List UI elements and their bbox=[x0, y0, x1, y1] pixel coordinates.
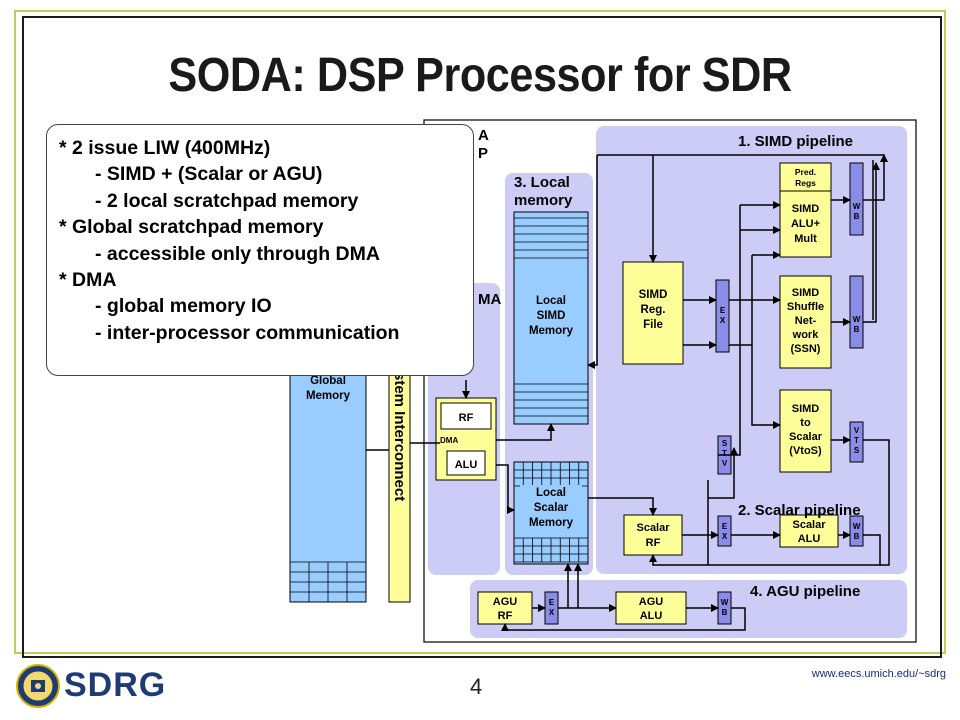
callout-line: * 2 issue LIW (400MHz) bbox=[59, 137, 271, 159]
simd-reg-file bbox=[622, 261, 684, 365]
agu-rf bbox=[477, 591, 533, 625]
global-memory-grid bbox=[290, 561, 366, 603]
system-interconnect-label: stem Interconnect bbox=[391, 372, 408, 501]
callout-line: - accessible only through DMA bbox=[95, 242, 380, 265]
scalar-wb-stage bbox=[849, 515, 864, 547]
simd-pipeline-heading: 1. SIMD pipeline bbox=[738, 133, 853, 150]
callout-line: * DMA bbox=[59, 269, 117, 292]
dma-alu-box bbox=[446, 450, 486, 476]
simd-ex-stage bbox=[715, 279, 730, 353]
dma-section-heading: MA bbox=[478, 291, 501, 308]
pred-regs bbox=[779, 162, 832, 192]
university-seal-logo bbox=[16, 664, 60, 708]
dma-label: DMA bbox=[440, 436, 458, 445]
simd-to-scalar bbox=[779, 389, 832, 473]
footer-url[interactable]: www.eecs.umich.edu/~sdrg bbox=[811, 668, 946, 680]
callout-line: - 2 local scratchpad memory bbox=[95, 189, 359, 212]
agu-pipeline-heading: 4. AGU pipeline bbox=[750, 583, 860, 600]
local-simd-memory bbox=[513, 211, 589, 425]
slide-title: SODA: DSP Processor for SDR bbox=[168, 49, 792, 102]
simd-wb-stage-1 bbox=[849, 162, 864, 236]
pred-regs-label: Pred.Regs bbox=[795, 167, 816, 188]
agu-pipeline-section bbox=[470, 580, 907, 638]
callout-line: - global memory IO bbox=[95, 295, 272, 318]
page-number: 4 bbox=[470, 674, 483, 699]
features-callout: * 2 issue LIW (400MHz) - SIMD + (Scalar o… bbox=[46, 124, 474, 376]
simd-alu bbox=[779, 190, 832, 258]
callout-line: - inter-processor communication bbox=[95, 321, 400, 344]
scalar-rf bbox=[623, 514, 683, 556]
slide-inner-frame bbox=[22, 16, 942, 658]
sdrg-logo-text: SDRG bbox=[64, 666, 167, 704]
callout-line: - SIMD + (Scalar or AGU) bbox=[95, 163, 323, 186]
dma-alu-label: ALU bbox=[455, 459, 478, 471]
local-scalar-memory-label-bg bbox=[520, 485, 582, 535]
slide-outer-frame bbox=[14, 10, 946, 654]
scalar-pipeline-heading: 2. Scalar pipeline bbox=[738, 502, 861, 519]
scalar-alu bbox=[779, 514, 839, 548]
dma-rf-label: RF bbox=[459, 412, 474, 424]
dma-rf-box bbox=[440, 402, 492, 430]
simd-shuffle-network bbox=[779, 275, 832, 369]
scalar-ex-stage bbox=[717, 515, 732, 547]
connection-lines bbox=[366, 154, 890, 631]
callout-line: * Global scratchpad memory bbox=[59, 216, 324, 239]
simd-wb-stage-2 bbox=[849, 275, 864, 349]
